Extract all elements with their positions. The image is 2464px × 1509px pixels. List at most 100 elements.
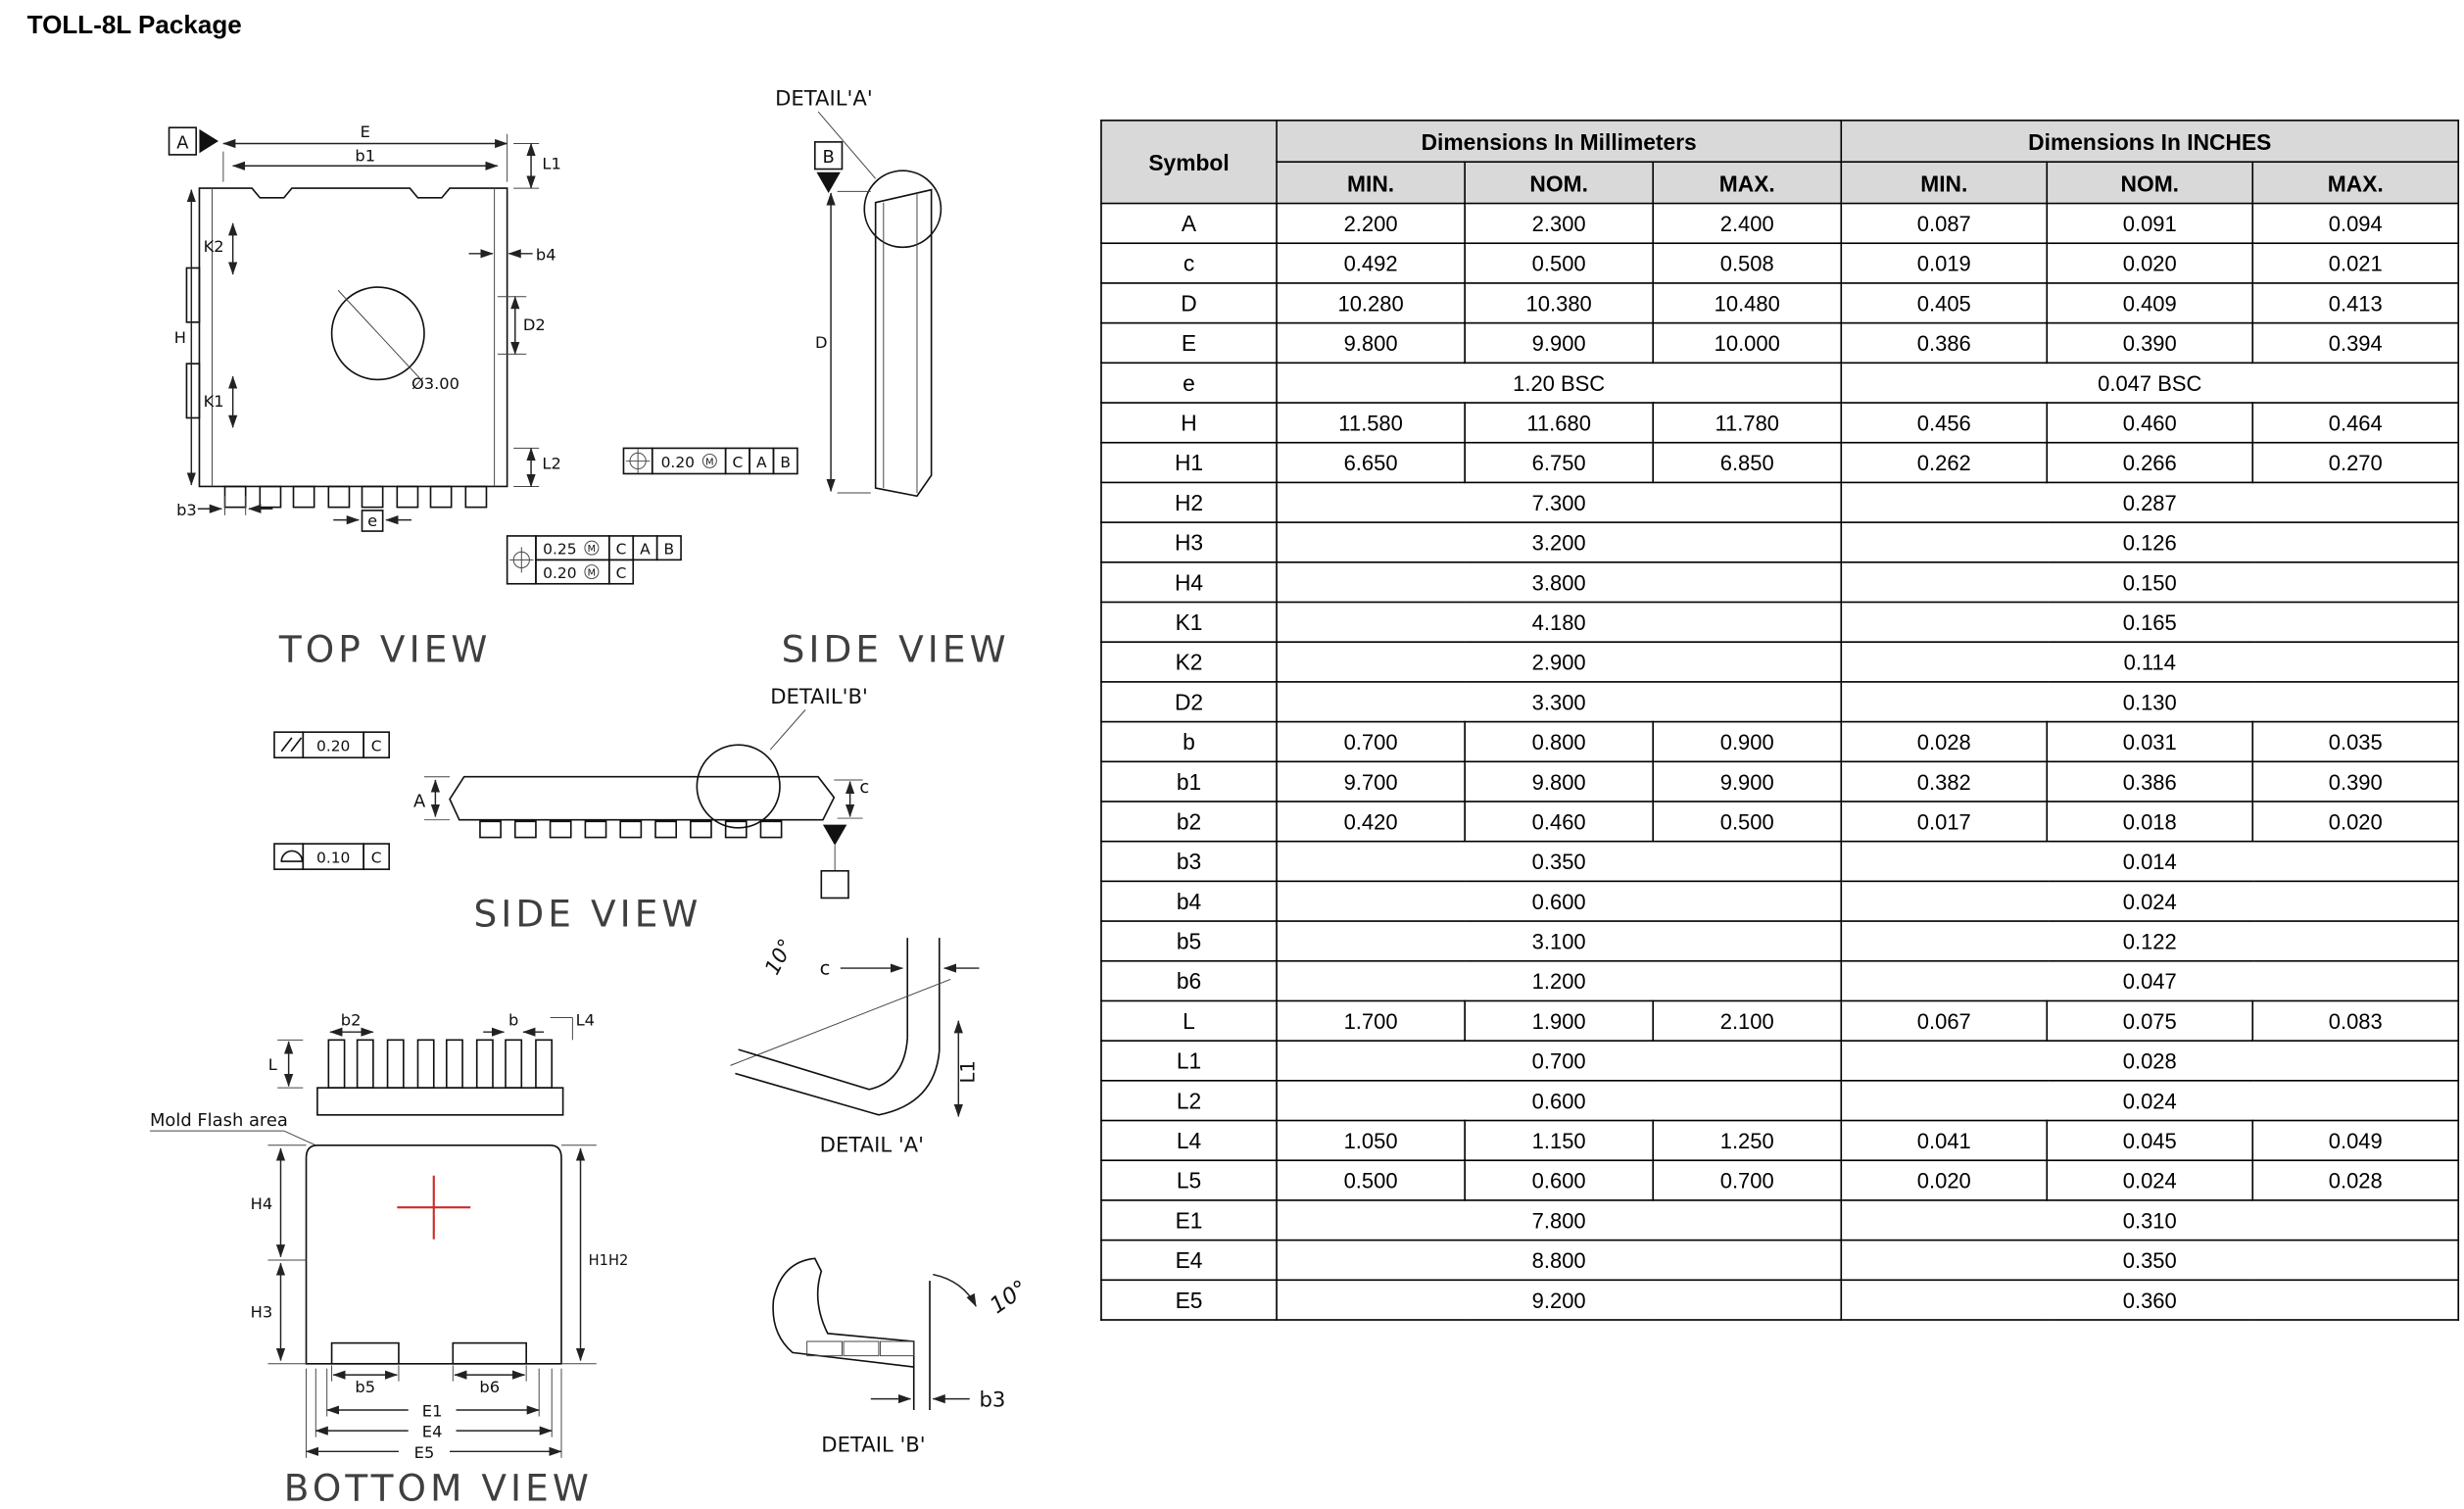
inch-value-cell: 0.390 — [2046, 321, 2254, 365]
pin — [416, 1039, 435, 1089]
inch-value-cell: 0.091 — [2046, 202, 2254, 245]
pin — [654, 820, 678, 839]
pin — [223, 485, 247, 509]
mm-value-cell: 0.420 — [1276, 801, 1466, 843]
mm-value-cell: 1.150 — [1464, 1119, 1655, 1162]
m-modifier-icon — [584, 564, 600, 580]
side-profile-outline — [874, 188, 933, 498]
inch-value-cell: 0.087 — [1840, 202, 2049, 245]
inch-value-cell: 0.024 — [1840, 880, 2460, 922]
fcf-parallel-value: 0.20 — [316, 738, 350, 755]
mm-value-cell: 4.180 — [1276, 601, 1843, 644]
symbol-cell: A — [1100, 202, 1278, 245]
symbol-cell: H2 — [1100, 481, 1278, 523]
mm-value-cell: 2.900 — [1276, 641, 1843, 683]
dim-label-e5: E5 — [414, 1443, 435, 1462]
inch-value-cell: 0.456 — [1840, 402, 2049, 444]
pin — [479, 820, 502, 839]
detail-b-drawing: 10° b3 DETAIL 'B' — [772, 1257, 1033, 1456]
pin — [445, 1039, 463, 1089]
datum-b-label: B — [823, 147, 835, 168]
mm-value-cell: 0.500 — [1464, 242, 1655, 284]
bottom-body-outline — [305, 1144, 562, 1365]
symbol-cell: L4 — [1100, 1119, 1278, 1162]
detail-b-callout-circle — [696, 744, 781, 829]
pin — [549, 820, 572, 839]
detail-a-callout-circle — [863, 170, 942, 249]
mm-value-cell: 0.508 — [1652, 242, 1843, 284]
pin — [356, 1039, 374, 1089]
symbol-cell: b3 — [1100, 840, 1278, 883]
page-title: TOLL-8L Package — [26, 13, 242, 40]
inch-value-cell: 0.024 — [1840, 1080, 2460, 1122]
symbol-cell: b6 — [1100, 959, 1278, 1002]
symbol-cell: D — [1100, 282, 1278, 324]
dim-label-b4: b4 — [536, 245, 556, 264]
datum-b-box — [813, 141, 844, 170]
symbol-cell: E1 — [1100, 1199, 1278, 1241]
mm-value-cell: 2.200 — [1276, 202, 1466, 245]
mm-value-cell: 1.050 — [1276, 1119, 1466, 1162]
inch-value-cell: 0.028 — [1840, 1040, 2460, 1082]
symbol-cell: L — [1100, 999, 1278, 1042]
symbol-cell: L1 — [1100, 1040, 1278, 1082]
inch-value-cell: 0.310 — [1840, 1199, 2460, 1241]
pin — [584, 820, 607, 839]
mm-value-cell: 8.800 — [1276, 1239, 1843, 1282]
dim-label-h: H — [174, 328, 186, 347]
pin — [327, 1039, 346, 1089]
dim-label-l4: L4 — [576, 1011, 595, 1030]
top-view-label: TOP VIEW — [278, 628, 492, 671]
mm-value-cell: 2.100 — [1652, 999, 1843, 1042]
mm-value-cell: 11.680 — [1464, 402, 1655, 444]
detail-a-dim-l1-label: L1 — [957, 1060, 980, 1083]
symbol-cell: b5 — [1100, 920, 1278, 962]
mm-value-cell: 7.300 — [1276, 481, 1843, 523]
mm-value-cell: 6.650 — [1276, 441, 1466, 484]
inch-value-cell: 0.382 — [1840, 760, 2049, 803]
inch-value-cell: 0.405 — [1840, 282, 2049, 324]
mm-value-cell: 1.20 BSC — [1276, 362, 1843, 404]
fcf1-ref2: A — [640, 541, 651, 559]
symbol-cell: E — [1100, 321, 1278, 365]
pin — [396, 485, 419, 509]
header-in-max: MAX. — [2251, 161, 2460, 205]
mm-value-cell: 1.700 — [1276, 999, 1466, 1042]
mm-value-cell: 9.800 — [1464, 760, 1655, 803]
dim-label-a: A — [413, 792, 426, 812]
symbol-cell: H4 — [1100, 560, 1278, 604]
dim-label-b5: b5 — [355, 1378, 375, 1396]
fcf-modifier: M — [705, 458, 713, 468]
dim-label-l1: L1 — [542, 155, 560, 173]
datum-a-label: A — [176, 132, 189, 153]
detail-b-dim-b3-label: b3 — [979, 1387, 1005, 1412]
inch-value-cell: 0.394 — [2251, 321, 2460, 365]
dim-label-dia: Ø3.00 — [411, 374, 459, 393]
inch-value-cell: 0.021 — [2251, 242, 2460, 284]
inch-value-cell: 0.020 — [2251, 801, 2460, 843]
inch-value-cell: 0.262 — [1840, 441, 2049, 484]
mm-value-cell: 3.200 — [1276, 521, 1843, 563]
package-outline-drawings: A Ø3.00 — [150, 85, 1033, 1509]
header-mm-nom: NOM. — [1464, 161, 1655, 205]
bottom-view-label: BOTTOM VIEW — [284, 1467, 593, 1509]
dim-label-b: b — [508, 1011, 518, 1030]
side-view-right-drawing: DETAIL'A' B D — [622, 85, 1006, 671]
mm-value-cell: 10.280 — [1276, 282, 1466, 324]
dim-label-k1: K1 — [204, 392, 224, 411]
pin — [724, 820, 748, 839]
mm-value-cell: 1.900 — [1464, 999, 1655, 1042]
profile-surface-icon — [280, 850, 304, 862]
symbol-cell: D2 — [1100, 681, 1278, 723]
exposed-pad — [452, 1341, 527, 1365]
